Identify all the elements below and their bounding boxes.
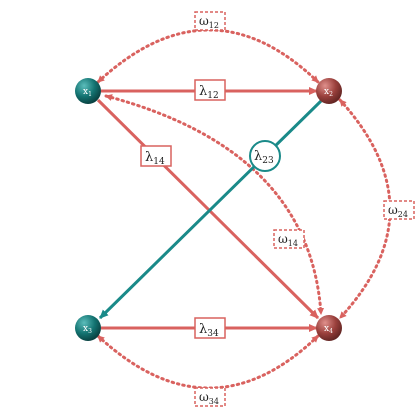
lambda34-base: λ [199,322,207,337]
node-x1: x1 [75,78,101,104]
omega34-arc [96,334,320,390]
node-x4-base: x [324,324,329,334]
omega14-sub: 14 [288,239,298,248]
node-x3-base: x [83,324,88,334]
omega12-arc [96,28,320,84]
svg-text:ω12: ω12 [199,14,219,30]
label-lambda12: λ12 [194,79,226,101]
svg-text:x1: x1 [83,87,92,98]
label-omega12: ω12 [194,11,226,31]
omega34-sub: 34 [209,397,219,406]
lambda23-edge [98,99,323,320]
lambda34-sub: 34 [207,329,219,339]
svg-text:x2: x2 [324,87,333,98]
omega24-base: ω [388,203,398,217]
omega24-arc [338,98,392,320]
svg-text:ω34: ω34 [199,390,219,406]
label-lambda34: λ34 [194,317,226,339]
node-x4: x4 [316,315,342,341]
label-omega34: ω34 [194,387,226,407]
lambda23-sub: 23 [262,156,274,166]
label-lambda14: λ14 [140,145,172,167]
omega12-base: ω [199,14,209,28]
svg-text:x3: x3 [83,324,92,335]
lambda12-base: λ [199,84,207,99]
label-lambda23: λ23 [249,140,281,172]
label-omega24: ω24 [383,200,415,220]
svg-text:ω14: ω14 [278,232,298,248]
node-x2-base: x [324,87,329,97]
lambda23-base: λ [254,149,262,164]
omega12-sub: 12 [209,21,219,30]
svg-text:λ12: λ12 [199,84,219,101]
lambda14-edge [96,98,320,320]
node-x2: x2 [316,78,342,104]
lambda12-sub: 12 [207,91,218,101]
node-x3: x3 [75,315,101,341]
omega34-base: ω [199,390,209,404]
lambda14-base: λ [145,150,153,165]
node-x1-sub: 1 [88,91,92,98]
omega24-sub: 24 [398,210,408,219]
svg-text:λ23: λ23 [254,149,274,166]
node-x4-sub: 4 [329,328,333,335]
svg-text:λ14: λ14 [145,150,165,167]
svg-text:x4: x4 [324,324,333,335]
svg-text:λ34: λ34 [199,322,219,339]
lambda14-sub: 14 [153,157,165,167]
node-x2-sub: 2 [329,91,333,98]
omega14-base: ω [278,232,288,246]
omega14-arc [104,94,325,316]
svg-text:ω24: ω24 [388,203,408,219]
node-x1-base: x [83,87,88,97]
node-x3-sub: 3 [88,328,92,335]
label-omega14: ω14 [273,229,305,249]
